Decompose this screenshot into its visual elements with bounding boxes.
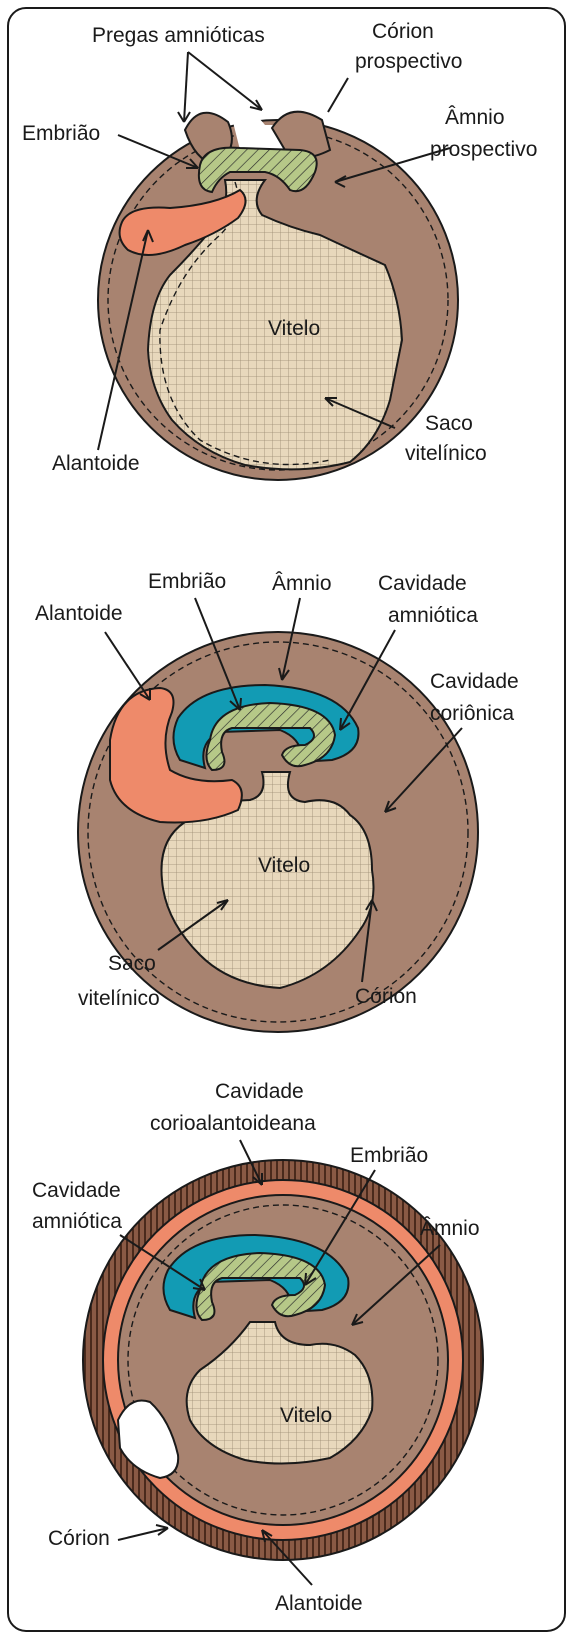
stage3-yolk-label: Vitelo: [280, 1404, 332, 1427]
stage1-yolk-sac-label: Saco: [425, 412, 473, 435]
stage1-yolk-label: Vitelo: [268, 317, 320, 340]
stage2-amnion-label: Âmnio: [272, 572, 332, 595]
stage3-chorioallantoic-cavity-label-2: corioalantoideana: [150, 1112, 316, 1135]
stage2-embryo-label: Embrião: [148, 570, 226, 593]
stage2-allantois-label: Alantoide: [35, 602, 123, 625]
stage2-amniotic-cavity-label-2: amniótica: [388, 604, 478, 627]
stage1-allantois-label: Alantoide: [52, 452, 140, 475]
stage1-embryo-label: Embrião: [22, 122, 100, 145]
stage2-chorionic-cavity-label: Cavidade: [430, 670, 519, 693]
stage3-chorioallantoic-cavity-label: Cavidade: [215, 1080, 304, 1103]
stage3-diagram: Vitelo Cavidade corioalantoideana Embriã…: [32, 1080, 483, 1615]
stage3-amniotic-cavity-label-2: amniótica: [32, 1210, 122, 1233]
stage2-yolk-sac-label-2: vitelínico: [78, 987, 160, 1010]
stage3-embryo-label: Embrião: [350, 1144, 428, 1167]
stage1-diagram: Vitelo Pregas amnióticas Córion prospect…: [22, 20, 537, 480]
stage1-prospective-chorion-label-2: prospectivo: [355, 50, 462, 73]
stage1-prospective-amnion-label: Âmnio: [445, 106, 505, 129]
stage2-amniotic-cavity-label: Cavidade: [378, 572, 467, 595]
stage1-amniotic-folds-label: Pregas amnióticas: [92, 24, 265, 47]
stage2-chorion-label: Córion: [355, 985, 417, 1008]
stage2-diagram: Vitelo Embrião Âmnio Cavidade amniótica …: [35, 570, 519, 1032]
stage1-yolk-sac-label-2: vitelínico: [405, 442, 487, 465]
stage3-chorion-label: Córion: [48, 1527, 110, 1550]
stage2-yolk-label: Vitelo: [258, 854, 310, 877]
stage2-chorionic-cavity-label-2: coriônica: [430, 702, 514, 725]
stage3-amniotic-cavity-label: Cavidade: [32, 1179, 121, 1202]
stage2-yolk-sac-label: Saco: [108, 952, 156, 975]
stage3-amnion-label: Âmnio: [420, 1217, 480, 1240]
stage1-prospective-chorion-label: Córion: [372, 20, 434, 43]
stage3-allantois-label: Alantoide: [275, 1592, 363, 1615]
